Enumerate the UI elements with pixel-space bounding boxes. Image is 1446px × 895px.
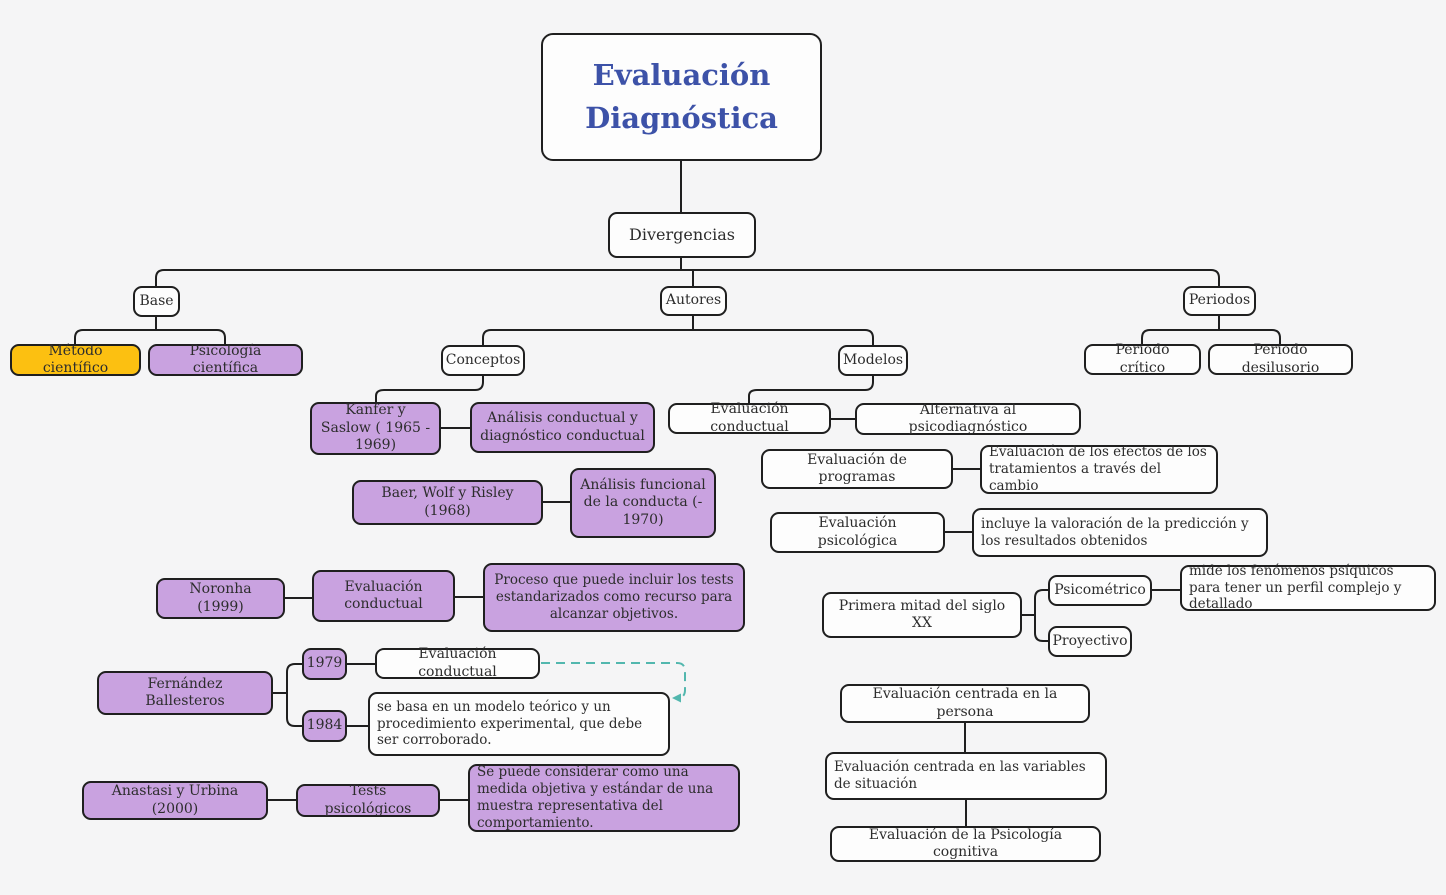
node-label: Kanfer y Saslow ( 1965 - 1969) [320,402,431,454]
node-metodo-cientifico[interactable]: Método científico [10,342,141,377]
node-base[interactable]: Base [133,286,180,317]
connector-primera-branch [1021,589,1049,642]
node-label: Fernández Ballesteros [145,675,225,710]
node-incluye-valoracion[interactable]: incluye la valoración de la predicción y… [972,508,1268,557]
node-label: Conceptos [445,351,521,368]
node-label: Noronha (1999) [189,581,252,615]
node-psicologia-cognitiva[interactable]: Evaluación de la Psicología cognitiva [830,826,1101,862]
node-titulo-evaluacion-diagnostica[interactable]: Evaluación Diagnóstica [541,33,822,161]
node-alternativa-psicodiagnostico[interactable]: Alternativa al psicodiagnóstico [855,401,1081,436]
node-label: Periodo crítico [1115,342,1170,376]
node-label: Alternativa al psicodiagnóstico [908,401,1028,436]
node-label: incluye la valoración de la predicción y… [981,515,1249,549]
node-label: Psicométrico [1054,581,1146,598]
node-label: Se puede considerar como una medida obje… [477,764,714,831]
node-label: Análisis conductual y diagnóstico conduc… [480,410,645,444]
node-label: Baer, Wolf y Risley (1968) [381,485,514,519]
node-mide-fenomenos[interactable]: mide los fenómenos psíquicos para tener … [1180,562,1436,613]
node-proyectivo[interactable]: Proyectivo [1048,626,1132,657]
node-label: Evaluación de la Psicología cognitiva [868,826,1063,861]
node-modelos[interactable]: Modelos [838,345,908,376]
connector-conceptos-kanfer [375,375,484,403]
node-label: se basa en un modelo teórico y un proced… [377,698,643,749]
node-se-puede[interactable]: Se puede considerar como una medida obje… [468,764,740,832]
node-label: Evaluación conductual [344,578,423,613]
node-label: Evaluación Diagnóstica [585,57,778,136]
node-label: Autores [665,292,722,309]
node-tests-psicologicos[interactable]: Tests psicológicos [296,783,440,817]
node-psicologia-cientifica[interactable]: Psicología científica [148,342,303,377]
dashed-arrowhead [672,693,681,703]
connector-autores-bar [482,329,874,346]
node-periodo-critico[interactable]: Periodo crítico [1084,342,1201,376]
node-fernandez-ballesteros[interactable]: Fernández Ballesteros [97,671,273,715]
node-label: Periodos [1188,292,1251,309]
node-evaluacion-psicologica[interactable]: Evaluación psicológica [770,512,945,553]
node-label: Evaluación centrada en la persona [872,686,1058,720]
node-psicometrico[interactable]: Psicométrico [1048,575,1152,606]
connector-modelos-evaluacion [748,375,874,404]
node-efectos-tratamientos[interactable]: Evaluación de los efectos de los tratami… [980,444,1218,494]
node-periodo-desilusorio[interactable]: Periodo desilusorio [1208,342,1353,376]
node-label: 1984 [306,717,343,734]
node-label: Modelos [842,351,904,368]
node-noronha[interactable]: Noronha (1999) [156,578,285,619]
node-evaluacion-programas[interactable]: Evaluación de programas [761,449,953,489]
node-label: Divergencias [629,225,735,244]
node-label: Evaluación centrada en las variables de … [834,759,1086,792]
node-label: Proyectivo [1052,632,1128,649]
node-anio-1984[interactable]: 1984 [302,710,347,742]
node-label: Periodo desilusorio [1241,342,1320,376]
node-evaluacion-conductual-1979[interactable]: Evaluación conductual [375,646,540,680]
node-label: 1979 [306,655,343,672]
node-label: Evaluación conductual [418,646,497,680]
node-centrada-persona[interactable]: Evaluación centrada en la persona [840,684,1090,723]
node-label: Anastasi y Urbina (2000) [111,783,239,817]
node-primera-mitad-siglo-xx[interactable]: Primera mitad del siglo XX [822,592,1022,638]
node-analisis-funcional[interactable]: Análisis funcional de la conducta (- 197… [570,468,716,538]
connector-fernandez-branch [272,663,303,727]
node-analisis-conductual[interactable]: Análisis conductual y diagnóstico conduc… [470,402,655,453]
node-periodos[interactable]: Periodos [1183,286,1256,316]
node-label: Tests psicológicos [324,783,412,817]
connector-top-bar [155,269,1220,287]
node-kanfer-y-saslow[interactable]: Kanfer y Saslow ( 1965 - 1969) [310,402,441,455]
node-divergencias[interactable]: Divergencias [608,212,756,258]
node-se-basa[interactable]: se basa en un modelo teórico y un proced… [368,692,670,756]
node-evaluacion-conductual-noronha[interactable]: Evaluación conductual [312,570,455,622]
node-label: Evaluación de los efectos de los tratami… [989,444,1207,494]
node-label: Evaluación psicológica [817,515,898,549]
node-label: Método científico [42,342,109,377]
node-label: Primera mitad del siglo XX [838,597,1006,632]
node-anio-1979[interactable]: 1979 [302,648,347,680]
node-conceptos[interactable]: Conceptos [441,345,525,376]
node-proceso-tests[interactable]: Proceso que puede incluir los tests esta… [483,563,745,632]
node-label: Proceso que puede incluir los tests esta… [494,572,734,622]
node-label: Evaluación conductual [710,401,789,435]
node-label: Evaluación de programas [807,451,907,486]
node-label: Psicología científica [189,342,262,377]
node-label: Base [139,292,174,309]
node-anastasi-urbina[interactable]: Anastasi y Urbina (2000) [82,781,268,820]
node-centrada-variables[interactable]: Evaluación centrada en las variables de … [825,752,1107,800]
node-label: mide los fenómenos psíquicos para tener … [1189,562,1402,613]
node-evaluacion-conductual-modelo[interactable]: Evaluación conductual [668,401,831,435]
node-baer-wolf-risley[interactable]: Baer, Wolf y Risley (1968) [352,480,543,525]
node-label: Análisis funcional de la conducta (- 197… [580,476,706,528]
node-autores[interactable]: Autores [660,286,727,316]
